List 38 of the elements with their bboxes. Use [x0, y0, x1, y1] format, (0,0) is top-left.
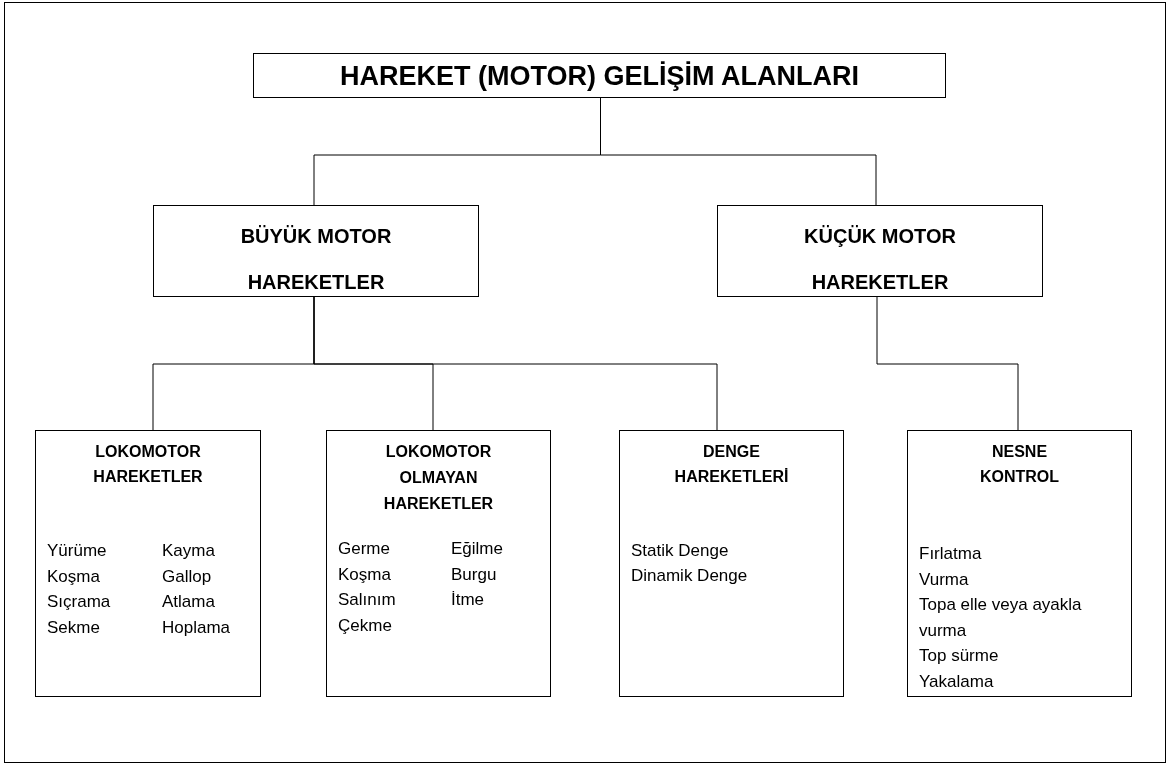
list-item: Kayma	[162, 541, 215, 561]
box-heading: KÜÇÜK MOTOR HAREKETLER	[803, 224, 957, 295]
list-item: Sıçrama	[47, 592, 111, 612]
list-item: İtme	[451, 590, 485, 610]
list-item: Çekme	[338, 615, 392, 636]
list-item: Koşma	[338, 564, 391, 585]
category-box	[326, 430, 551, 697]
box-heading: LOKOMOTOR OLMAYAN HAREKETLER	[382, 442, 495, 514]
list-item: Yürüme	[47, 541, 107, 561]
list-item: Fırlatma	[919, 543, 983, 565]
list-item: Eğilme	[451, 539, 503, 559]
list-item: Statik Denge	[631, 541, 729, 561]
group-box	[153, 205, 479, 297]
box-heading: DENGE HAREKETLERİ	[673, 442, 790, 487]
list-item: Dinamik Denge	[631, 566, 748, 586]
list-item: Sekme	[47, 617, 100, 638]
group-box	[717, 205, 1043, 297]
connector-line	[313, 296, 718, 431]
list-item: Burgu	[451, 564, 497, 585]
list-item: Gallop	[162, 566, 212, 587]
category-box	[619, 430, 844, 697]
list-item: Salınım	[338, 590, 396, 610]
list-item: Vurma	[919, 568, 970, 591]
box-heading: HAREKET (MOTOR) GELİŞİM ALANLARI	[339, 61, 860, 92]
list-item: Topa elle veya ayakla vurma	[919, 594, 1083, 642]
box-heading: LOKOMOTOR HAREKETLER	[92, 442, 204, 487]
connector-line	[876, 296, 1019, 431]
list-item: Koşma	[47, 566, 100, 587]
list-item: Atlama	[162, 592, 215, 612]
list-item: Top sürme	[919, 645, 1000, 667]
list-item: Germe	[338, 539, 390, 559]
list-item: Hoplama	[162, 617, 231, 638]
category-box	[907, 430, 1132, 697]
category-box	[35, 430, 261, 697]
title-box	[253, 53, 946, 98]
box-heading: NESNE KONTROL	[978, 442, 1061, 487]
list-item: Yakalama	[919, 670, 995, 693]
box-heading: BÜYÜK MOTOR HAREKETLER	[239, 224, 393, 295]
